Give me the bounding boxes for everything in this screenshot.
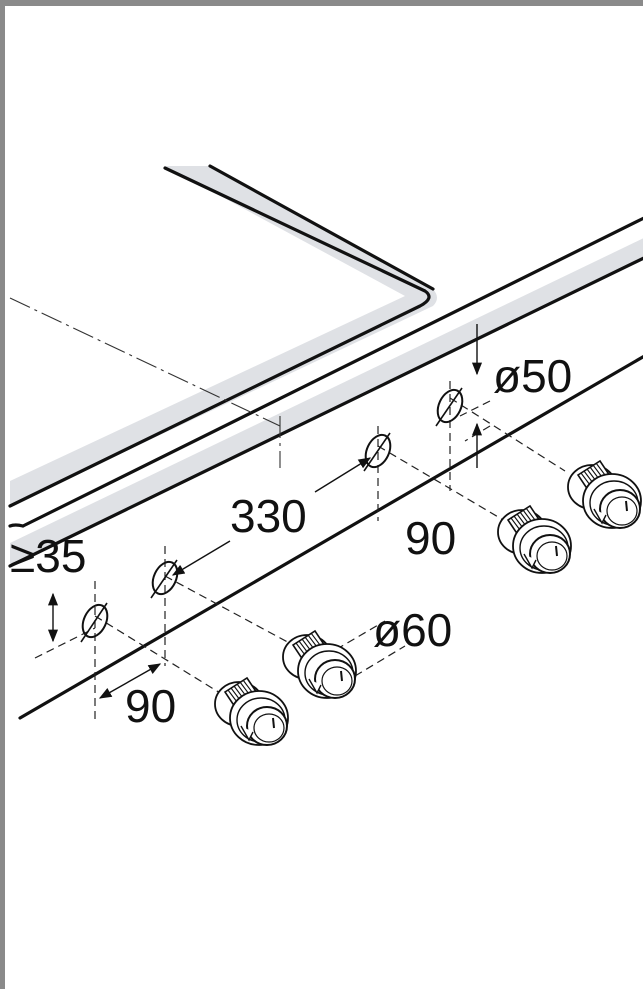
label-hole-large: ø60	[373, 604, 452, 656]
worktop-edge	[8, 216, 643, 720]
label-spacing-left: 90	[125, 680, 176, 732]
label-min-depth: ≥35	[10, 530, 86, 582]
hole-4	[435, 387, 464, 427]
dimension-lines	[47, 324, 483, 699]
installation-diagram: ≥35 330 90 90 ø50 ø60	[8, 164, 643, 746]
knob-1	[214, 677, 289, 746]
cooktop-outline	[8, 164, 437, 508]
construction-lines	[9, 297, 566, 721]
knob-3	[497, 505, 572, 574]
hole-1	[80, 602, 109, 643]
label-spacing-330: 330	[230, 490, 307, 542]
knob-2	[282, 630, 357, 699]
knob-4	[567, 460, 642, 529]
label-hole-small: ø50	[493, 350, 572, 402]
dimension-labels: ≥35 330 90 90 ø50 ø60	[10, 350, 572, 732]
label-spacing-right: 90	[405, 512, 456, 564]
